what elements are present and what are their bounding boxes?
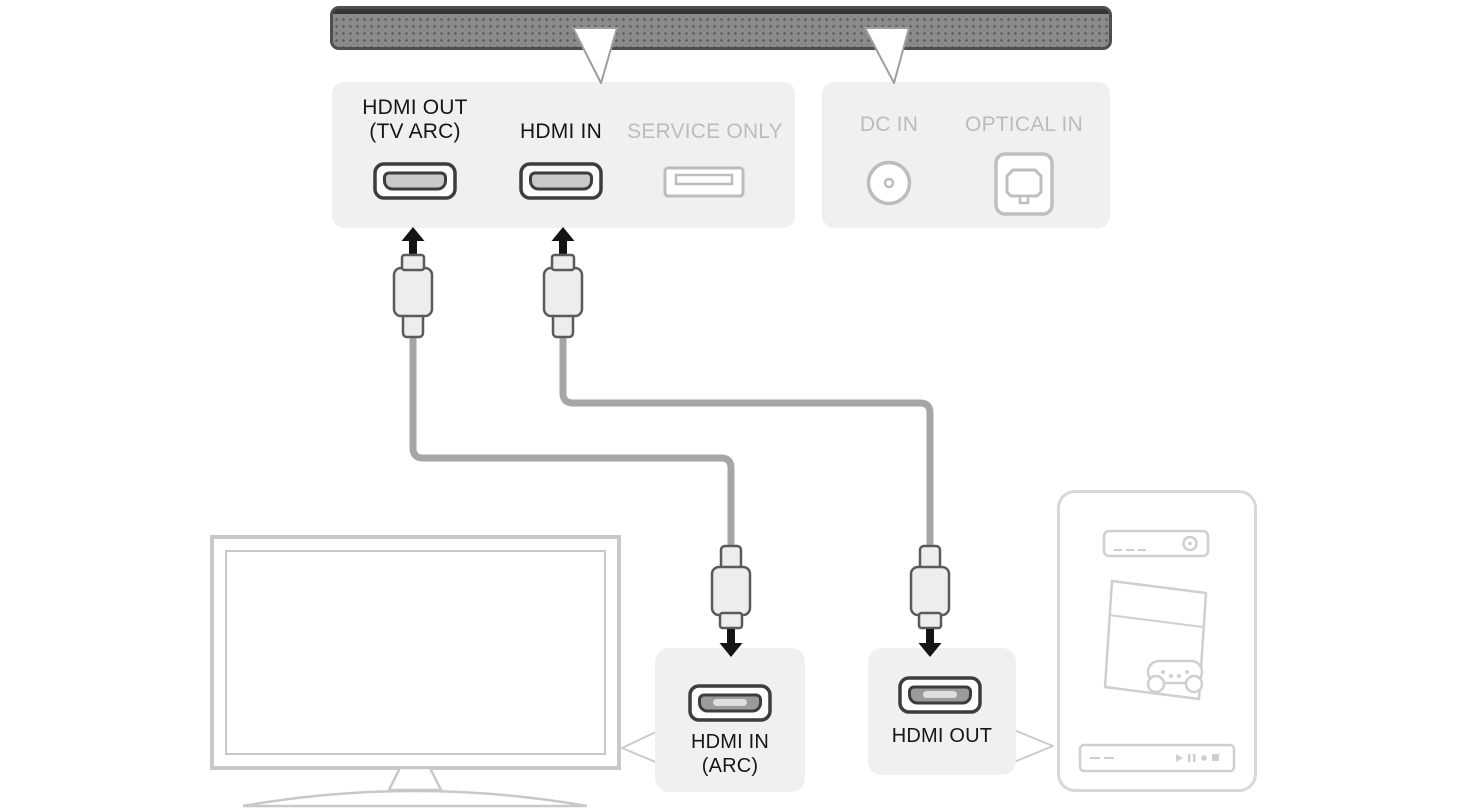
hdmi-port-icon <box>688 684 772 722</box>
hdmi-cable-to-tv <box>409 320 735 552</box>
dc-in-label: DC IN <box>839 113 939 137</box>
bluray-player-icon <box>1078 743 1236 773</box>
dc-jack-icon <box>866 160 912 206</box>
device-hdmi-out-label: HDMI OUT <box>868 724 1016 748</box>
arrow-up-icon <box>551 227 575 255</box>
tv-callout-triangle <box>621 730 659 764</box>
tv-hdmi-in-arc-label-line2: (ARC) <box>701 755 759 777</box>
optical-port-icon <box>994 152 1054 216</box>
hdmi-cable-to-device <box>559 320 934 552</box>
service-only-label-line: SERVICE ONLY <box>627 120 783 143</box>
hdmi-out-arc-label-line2: (TV ARC) <box>369 120 461 143</box>
optical-in-label: OPTICAL IN <box>939 113 1109 137</box>
settop-box-icon <box>1102 529 1210 558</box>
power-panel: DC IN OPTICAL IN <box>822 82 1110 228</box>
device-hdmi-out-label-line: HDMI OUT <box>891 725 993 747</box>
game-console-icon <box>1103 579 1208 701</box>
hdmi-port-icon <box>373 162 457 200</box>
hdmi-plug-icon <box>909 544 951 630</box>
service-only-label: SERVICE ONLY <box>620 120 790 144</box>
tv-hdmi-in-arc-box: HDMI IN (ARC) <box>655 648 805 792</box>
dc-in-label-line: DC IN <box>859 113 919 136</box>
device-callout-triangle <box>1013 729 1054 763</box>
tv-hdmi-in-arc-label-line1: HDMI IN <box>690 731 770 753</box>
hdmi-port-icon <box>519 162 603 200</box>
arrow-up-icon <box>401 227 425 255</box>
device-hdmi-out-box: HDMI OUT <box>868 648 1016 775</box>
usb-port-icon <box>663 166 745 198</box>
hdmi-out-arc-label: HDMI OUT (TV ARC) <box>326 96 504 144</box>
soundbar-illustration <box>330 6 1112 50</box>
external-devices-icons <box>1078 529 1236 773</box>
hdmi-plug-icon <box>542 253 584 339</box>
hdmi-plug-icon <box>392 253 434 339</box>
connection-panel: HDMI OUT (TV ARC) HDMI IN SERVICE ONLY <box>332 82 795 228</box>
tv-hdmi-in-arc-label: HDMI IN (ARC) <box>655 730 805 778</box>
hdmi-in-label: HDMI IN <box>481 120 641 144</box>
tv-icon <box>210 535 621 808</box>
optical-in-label-line: OPTICAL IN <box>965 113 1083 136</box>
hdmi-port-icon <box>898 676 982 714</box>
external-devices-box <box>1057 490 1257 792</box>
hdmi-plug-icon <box>710 544 752 630</box>
hdmi-out-arc-label-line1: HDMI OUT <box>362 96 468 119</box>
hdmi-in-label-line: HDMI IN <box>520 120 602 143</box>
